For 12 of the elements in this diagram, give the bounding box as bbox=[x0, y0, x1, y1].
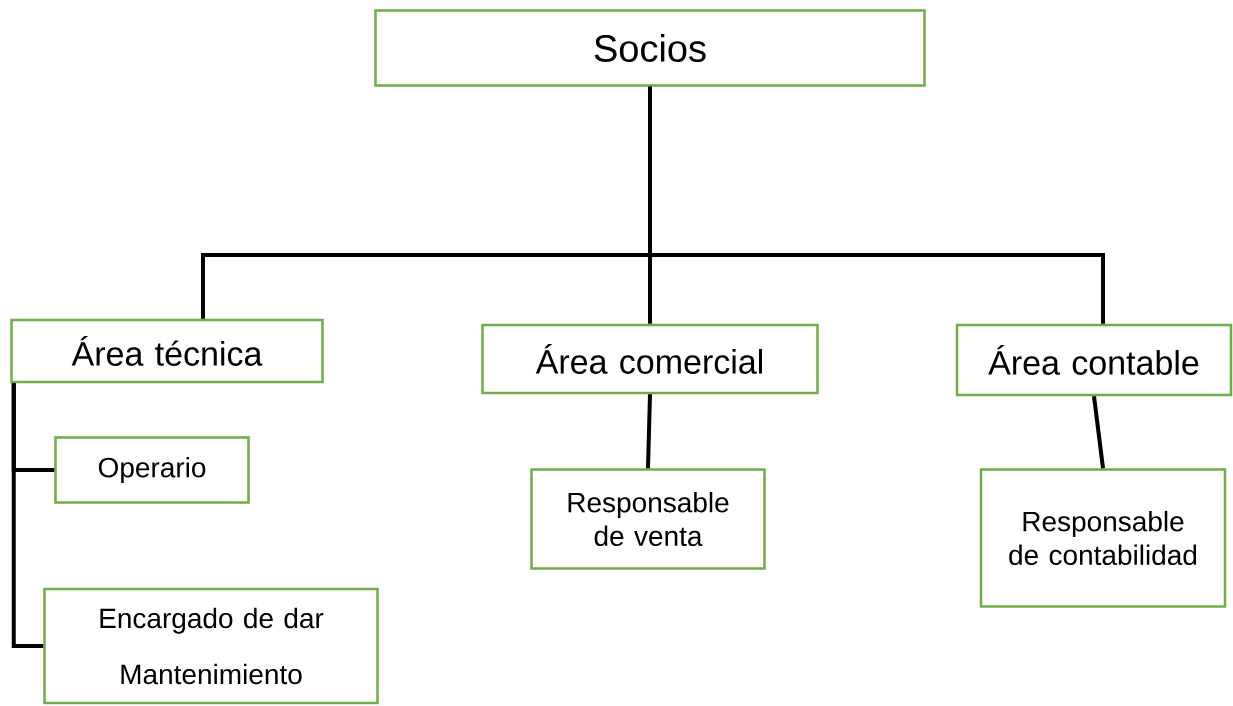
connector-line bbox=[648, 86, 1105, 324]
org-box: Área contable bbox=[955, 323, 1233, 397]
org-box: Área comercial bbox=[481, 323, 819, 395]
connector-line bbox=[1092, 396, 1105, 469]
connector-line bbox=[11, 383, 44, 648]
org-box: Operario bbox=[54, 436, 250, 504]
org-box: Socios bbox=[374, 9, 926, 87]
org-box: Área técnica bbox=[10, 318, 324, 384]
connector-line bbox=[646, 394, 652, 469]
org-box: Responsable de venta bbox=[530, 468, 766, 570]
org-box: Responsable de contabilidad bbox=[979, 468, 1227, 608]
org-box: Encargado de dar Mantenimiento bbox=[43, 587, 379, 705]
